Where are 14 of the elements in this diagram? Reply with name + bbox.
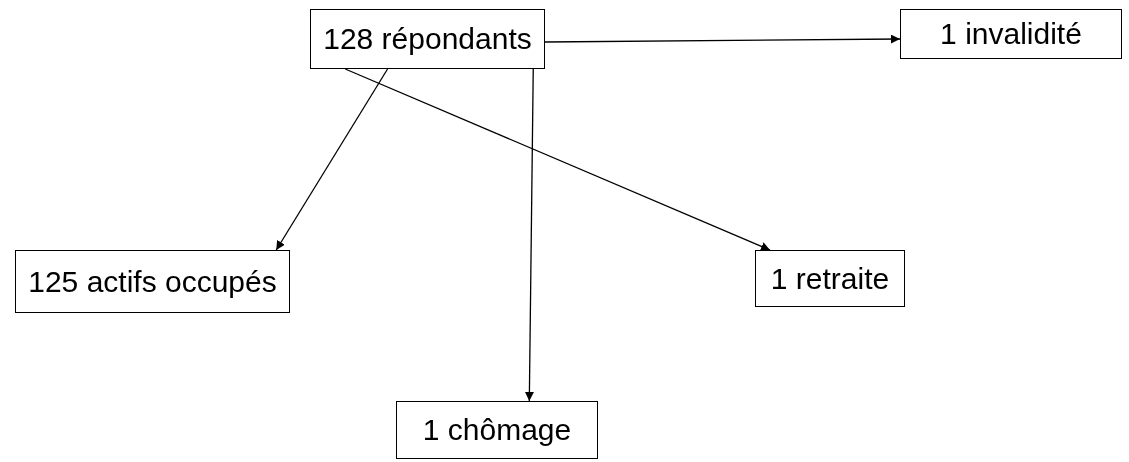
- node-label: 1 retraite: [770, 261, 890, 296]
- arrow: [544, 34, 901, 44]
- node-label: 1 invalidité: [940, 17, 1082, 51]
- process-box: [396, 401, 598, 459]
- node-label: 125 actifs occupés: [28, 264, 277, 299]
- process-box: [755, 250, 905, 307]
- node-label: 1 chômage: [422, 413, 572, 447]
- arrow: [524, 68, 534, 402]
- process-box: [15, 250, 290, 313]
- process-box: [900, 9, 1122, 59]
- node-label: 128 répondants: [323, 22, 532, 56]
- arrow: [344, 68, 771, 251]
- arrow: [275, 68, 389, 251]
- process-box: [310, 9, 545, 69]
